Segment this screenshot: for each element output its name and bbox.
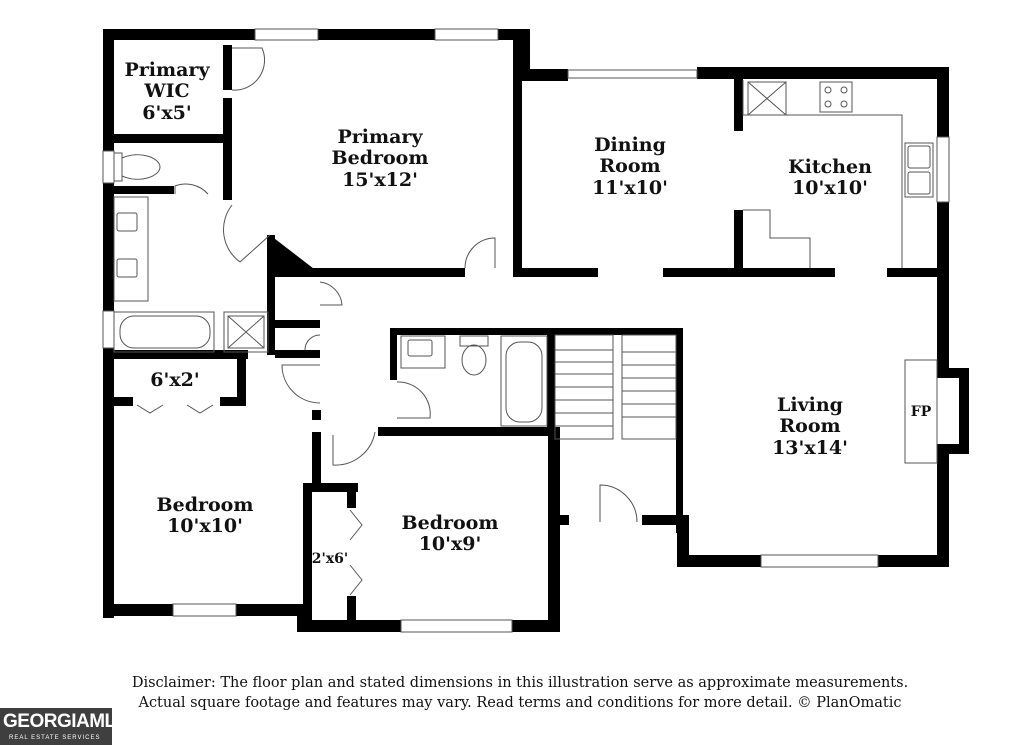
disclaimer: Disclaimer: The floor plan and stated di…: [120, 673, 920, 713]
room-label-dining-room: Dining Room 11'x10': [565, 134, 695, 199]
room-name: Room: [599, 155, 661, 178]
room-name: Living: [777, 394, 843, 416]
exterior-walls: [103, 29, 969, 632]
room-name: Primary: [337, 126, 423, 148]
door-swings: [136, 47, 638, 596]
room-label-primary-bedroom: Primary Bedroom 15'x12': [300, 126, 460, 191]
windows: [102, 28, 950, 633]
room-label-bedroom-center: Bedroom 10'x9': [385, 512, 515, 556]
room-label-kitchen: Kitchen 10'x10': [770, 156, 890, 200]
room-label-primary-wic: Primary WIC 6'x5': [112, 59, 222, 124]
disclaimer-line-1: Disclaimer: The floor plan and stated di…: [131, 675, 909, 691]
disclaimer-line-2: Actual square footage and features may v…: [138, 695, 902, 711]
interior-walls: [103, 40, 937, 632]
room-name: Kitchen: [788, 156, 872, 178]
room-dimensions: 10'x10': [792, 177, 868, 200]
room-label-living-room: Living Room 13'x14': [750, 394, 870, 459]
fireplace-label: FP: [910, 404, 932, 420]
room-name: Room: [779, 415, 841, 438]
room-name: Bedroom: [156, 494, 254, 516]
room-dimensions: 15'x12': [342, 168, 418, 191]
logo-tagline: REAL ESTATE SERVICES: [9, 735, 101, 741]
closet-label-6x2: 6'x2': [150, 369, 200, 391]
logo-name: GEORGIAMLS: [3, 711, 128, 732]
fixtures: [113, 80, 938, 464]
room-dimensions: 10'x10': [167, 515, 243, 538]
room-name: Dining: [594, 134, 666, 156]
room-name: Primary: [124, 59, 210, 81]
stairs: [554, 334, 677, 440]
georgia-mls-logo: GEORGIAMLS REAL ESTATE SERVICES: [0, 708, 128, 745]
room-label-bedroom-left: Bedroom 10'x10': [140, 494, 270, 538]
closet-label-2x6: 2'x6': [311, 551, 349, 567]
room-dimensions: 6'x5': [142, 101, 192, 124]
room-name: Bedroom: [331, 147, 429, 170]
room-dimensions: 11'x10': [592, 176, 668, 199]
angled-wall: [270, 235, 318, 272]
room-name: WIC: [144, 80, 190, 103]
room-name: Bedroom: [401, 512, 499, 534]
room-dimensions: 13'x14': [772, 436, 848, 459]
room-dimensions: 10'x9': [418, 533, 482, 556]
